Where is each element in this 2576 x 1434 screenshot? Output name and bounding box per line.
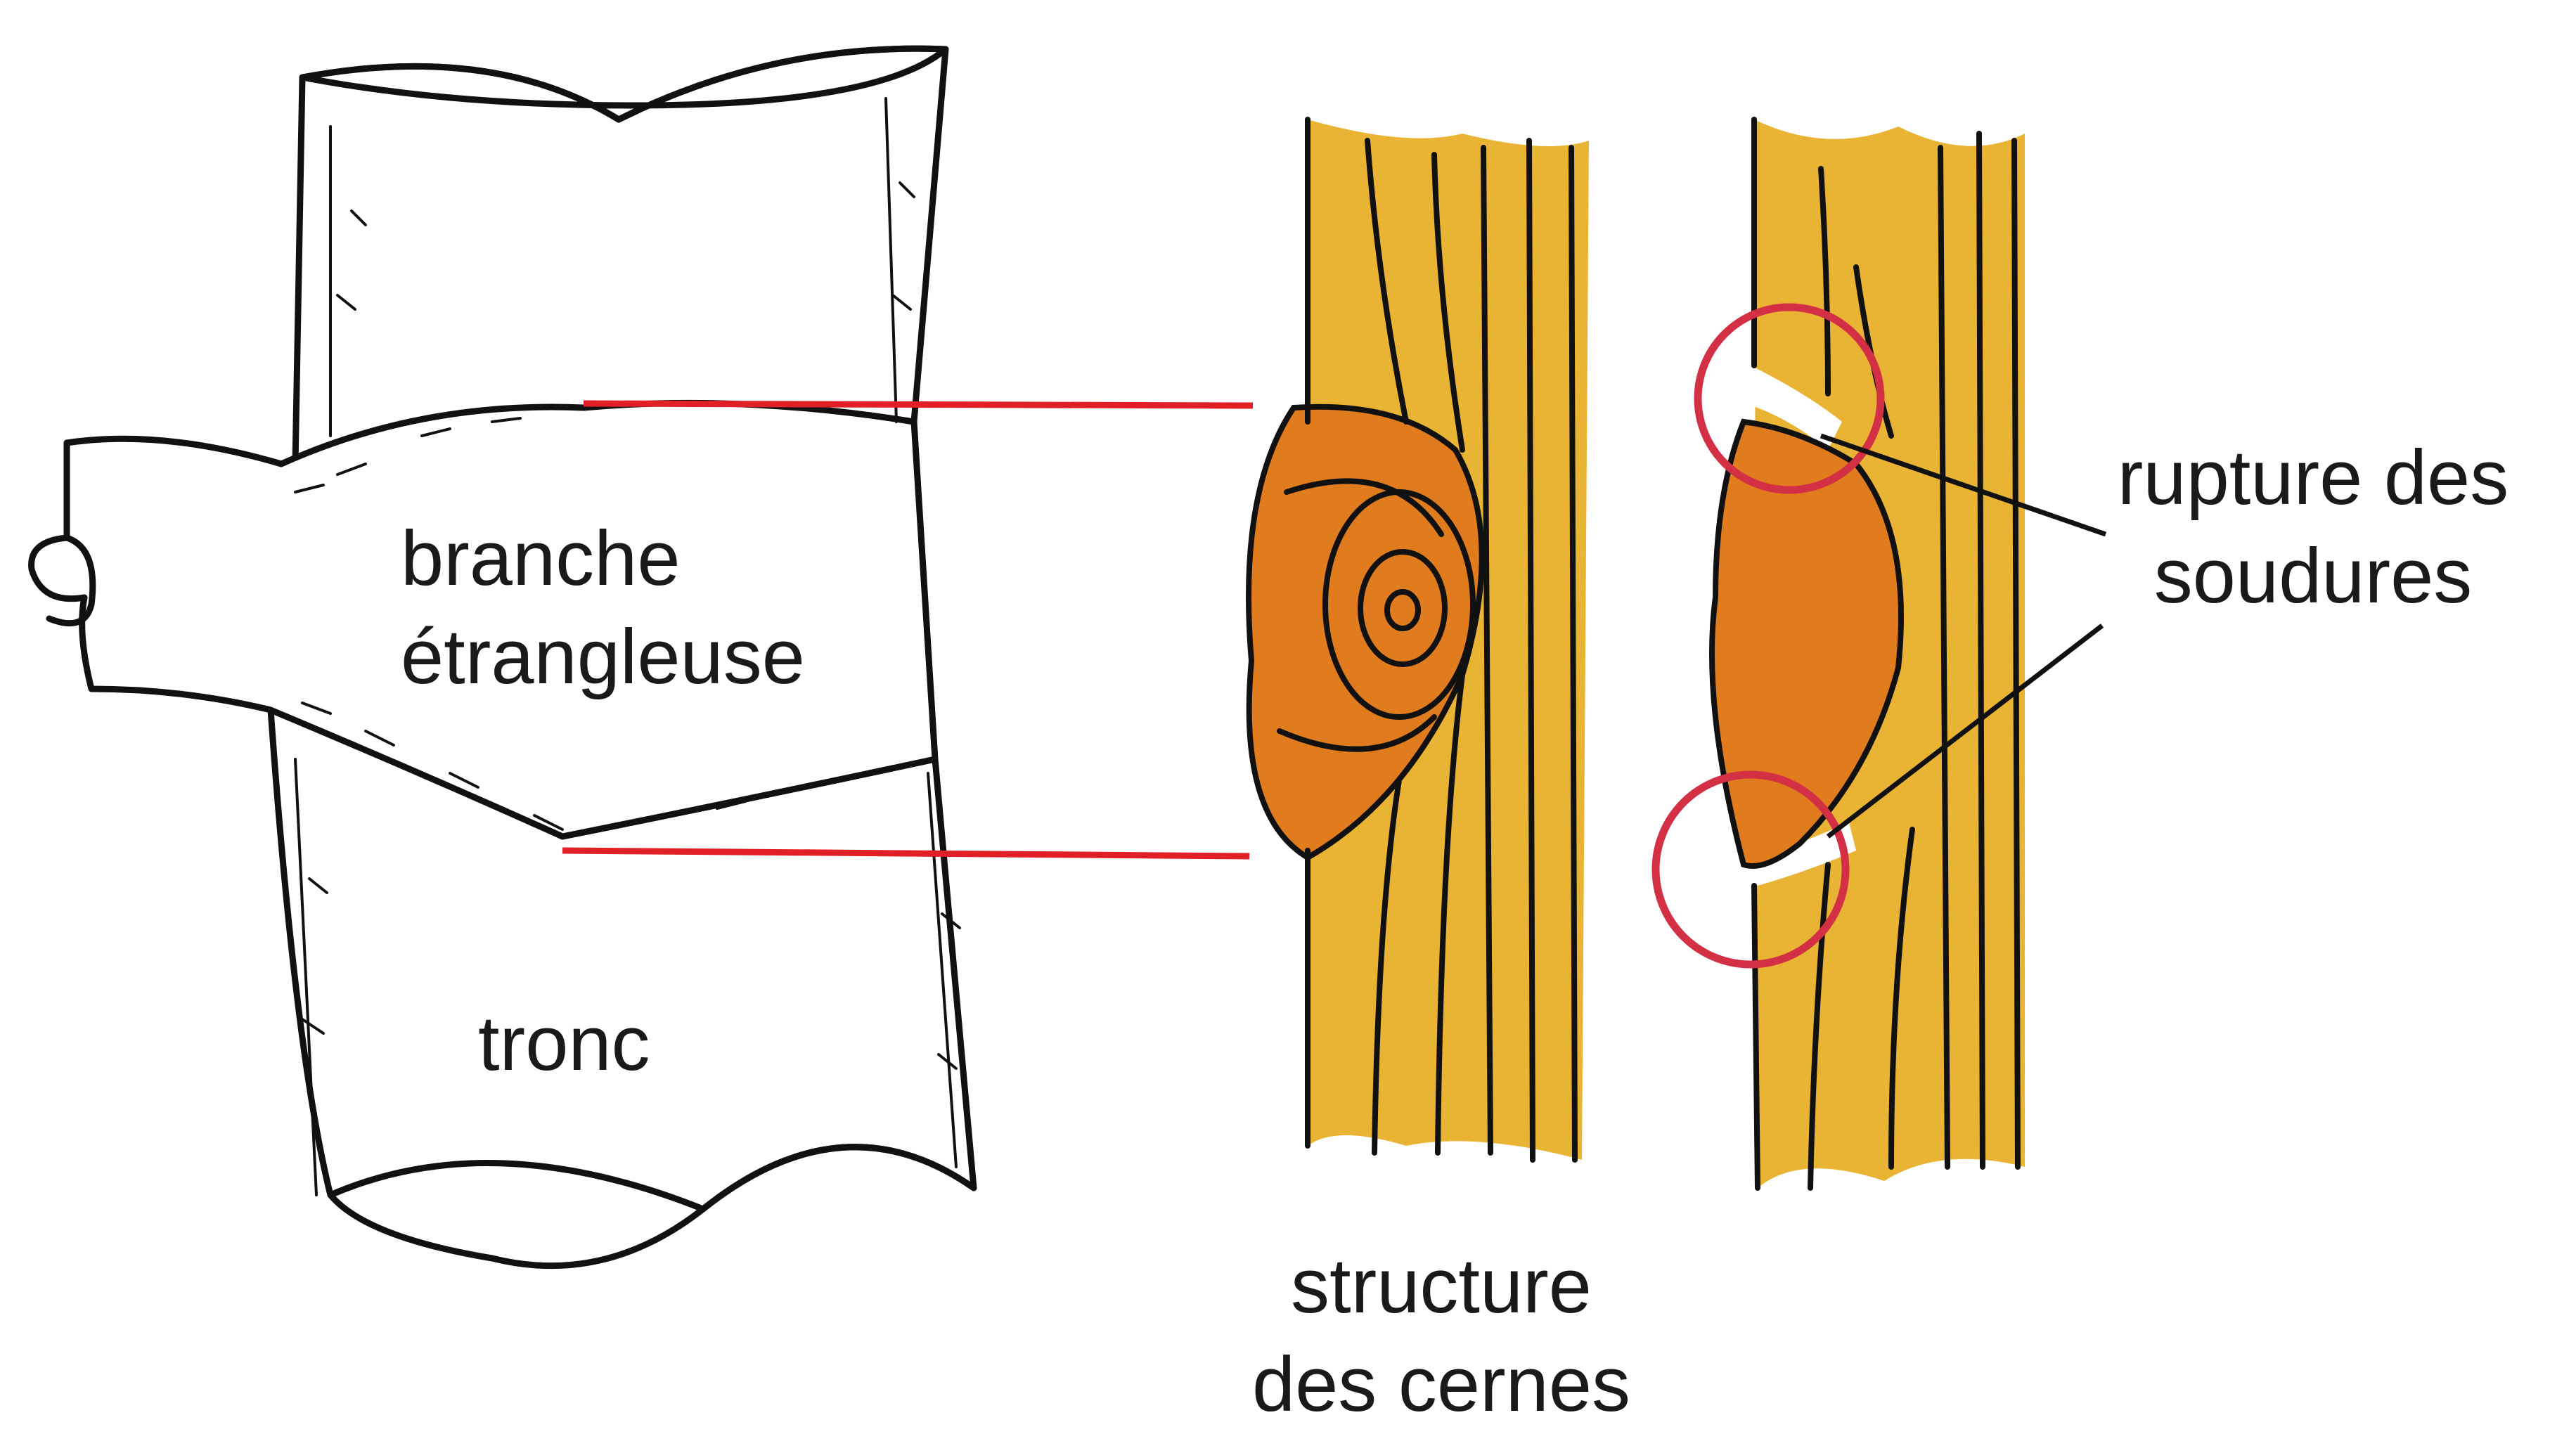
rings-label-line1: structure (1195, 1237, 1687, 1336)
rings-label-line2: des cernes (1195, 1336, 1687, 1434)
strangling-branch-diagram (0, 0, 2576, 1403)
branch-label-line2: étrangleuse (401, 608, 805, 706)
rupture-label-line1: rupture des (2067, 429, 2559, 527)
connector-line-top (584, 403, 1253, 406)
branch-label: branche étrangleuse (401, 510, 805, 706)
trunk-label: tronc (478, 995, 650, 1093)
rings-label: structure des cernes (1195, 1237, 1687, 1434)
ring-structure-illustration (1249, 119, 1589, 1160)
trunk-label-text: tronc (478, 995, 650, 1093)
rupture-label-line2: soudures (2067, 527, 2559, 626)
branch-label-line1: branche (401, 510, 805, 608)
rupture-illustration (1656, 119, 2106, 1188)
rupture-label: rupture des soudures (2067, 429, 2559, 626)
